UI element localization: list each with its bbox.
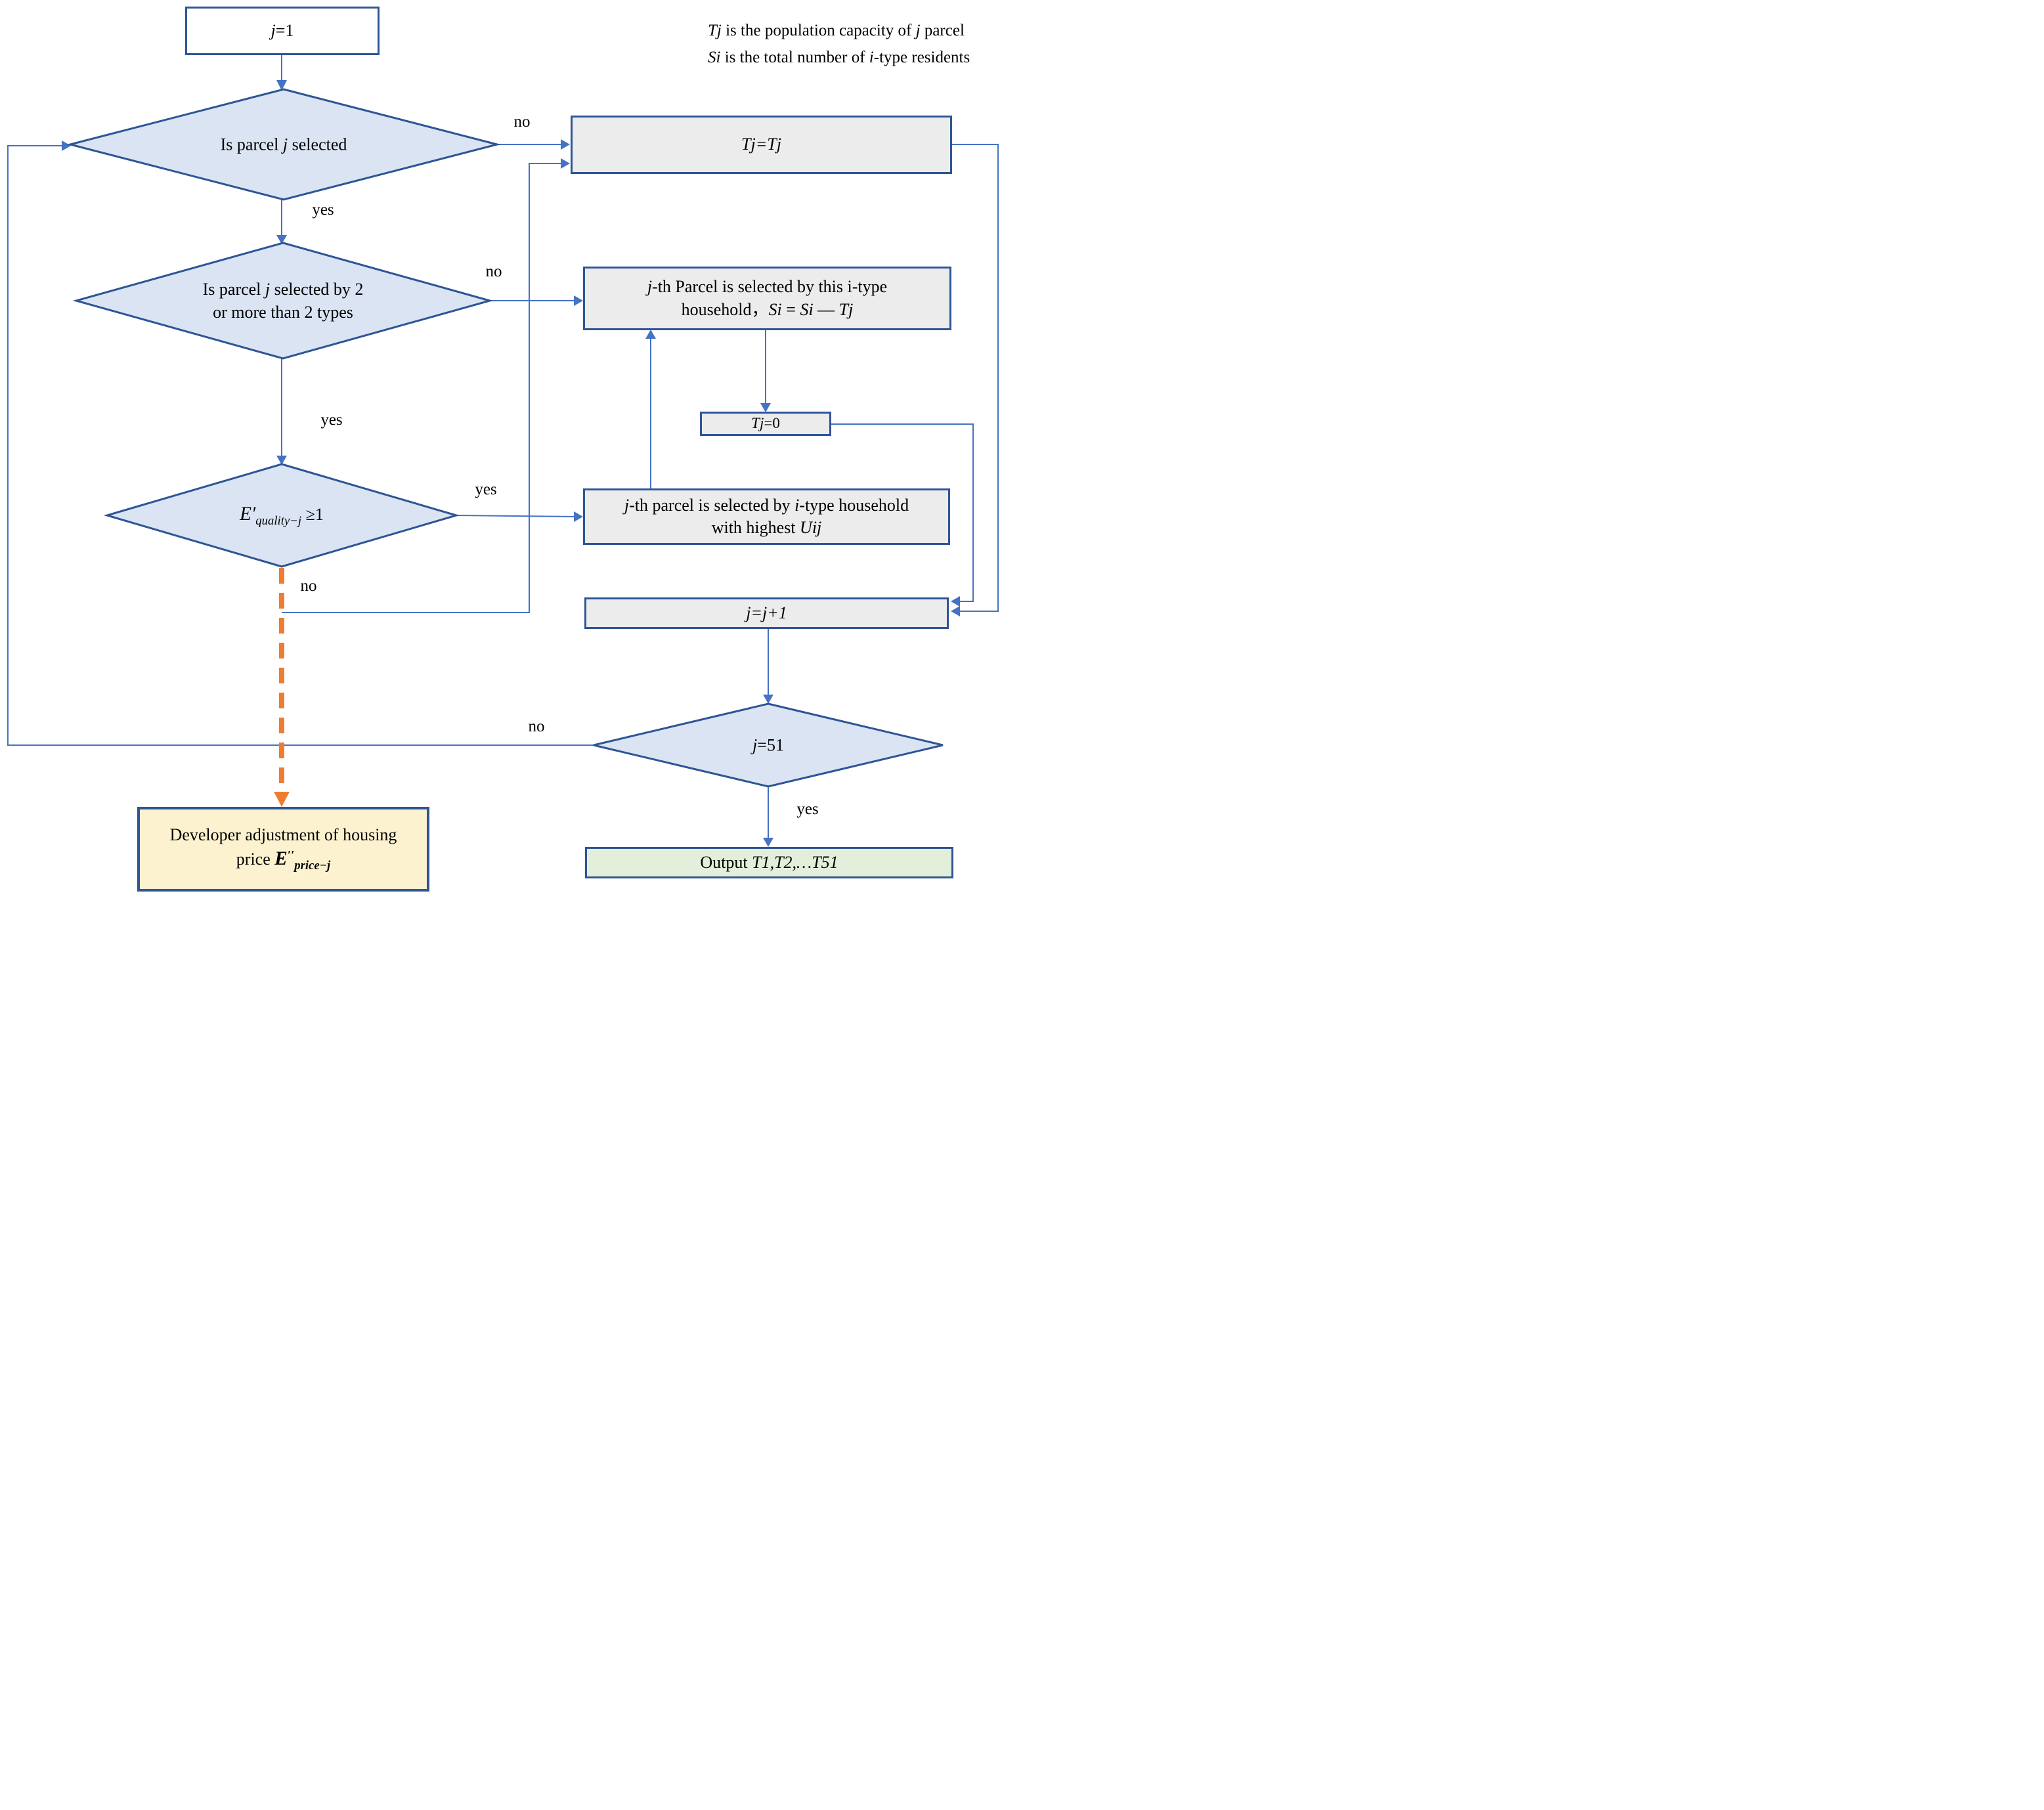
diamond-selected-by-2-types: [72, 242, 494, 360]
box-tj-equals-0-label: Tj=0: [751, 415, 780, 432]
arrowhead-into-d3: [276, 456, 287, 465]
edge-label-d3-yes: yes: [475, 481, 497, 498]
box-developer-adjustment-line1: Developer adjustment of housing: [169, 825, 397, 844]
box-tj-equals-tj-label: Tj=Tj: [741, 135, 781, 154]
box-tj-equals-tj: Tj=Tj: [571, 116, 952, 174]
arrowhead-into-jplus-lower: [951, 606, 960, 616]
arrowhead-into-output: [763, 838, 773, 847]
edge-tjtj-to-jplus: [952, 144, 999, 612]
arrowhead-into-si-up: [645, 330, 656, 339]
box-parcel-selected-this-itype-line1: j-th Parcel is selected by this i-type: [647, 277, 888, 297]
edge-d3-no-to-tjtj: [282, 163, 563, 613]
box-output: Output T1,T2,…T51: [585, 847, 953, 878]
flowchart-canvas: Tj is the population capacity of j parce…: [0, 0, 1022, 905]
edge-label-d3-no: no: [300, 577, 317, 595]
arrowhead-into-tjtj-left-lower: [561, 158, 570, 169]
legend-annotation: Tj is the population capacity of j parce…: [708, 17, 1022, 71]
edge-d4-no-to-d1: [7, 145, 594, 746]
diamond-selected-by-2-types-label: Is parcel j selected by 2 or more than 2…: [202, 279, 364, 322]
edge-label-d1-no: no: [513, 113, 531, 131]
box-parcel-selected-highest-uij-line1: j-th parcel is selected by i-type househ…: [624, 495, 909, 515]
diamond-j-equals-51-label: j=51: [752, 735, 784, 755]
arrowhead-into-uij: [574, 511, 583, 522]
diamond-is-parcel-selected: [66, 88, 501, 201]
arrowhead-into-si: [574, 295, 583, 306]
box-tj-equals-0: Tj=0: [700, 412, 831, 436]
arrowhead-into-d4: [763, 695, 773, 704]
start-box-j-equals-1: j=1: [185, 7, 380, 55]
edge-label-d4-yes: yes: [796, 800, 819, 818]
edge-label-d2-yes: yes: [320, 411, 343, 429]
arrowhead-into-jplus-upper: [951, 596, 960, 607]
edge-d3-yes-to-uij: [456, 515, 577, 517]
arrowhead-into-d1: [276, 80, 287, 91]
box-parcel-selected-this-itype: j-th Parcel is selected by this i-type h…: [583, 267, 951, 330]
arrowhead-into-d1-left: [62, 140, 71, 151]
arrowhead-into-d2: [276, 235, 287, 244]
diamond-equality-threshold-label: E′quality−j ≥1: [240, 503, 324, 528]
start-box-label: j=1: [271, 20, 294, 40]
flowchart-wires: [7, 55, 999, 847]
box-developer-adjustment-line2: price E′′price−j: [236, 848, 331, 873]
arrowhead-orange-into-dev: [274, 792, 290, 807]
diamond-j-equals-51: [593, 702, 944, 788]
box-j-increment: j=j+1: [584, 597, 949, 629]
box-j-increment-label: j=j+1: [746, 603, 787, 622]
box-parcel-selected-highest-uij: j-th parcel is selected by i-type househ…: [583, 488, 950, 545]
edge-label-d4-no: no: [528, 718, 545, 735]
box-developer-adjustment: Developer adjustment of housing price E′…: [137, 807, 429, 892]
edge-tj0-to-jplus: [831, 423, 974, 602]
legend-line-1: Tj is the population capacity of j parce…: [708, 22, 965, 39]
legend-line-2: Si is the total number of i-type residen…: [708, 49, 970, 66]
diamond-is-parcel-selected-label: Is parcel j selected: [220, 135, 347, 154]
diamond-equality-threshold: [103, 463, 460, 568]
box-output-label: Output T1,T2,…T51: [700, 852, 838, 872]
arrowhead-into-tj0: [760, 403, 771, 412]
arrowhead-into-tjtj-no: [561, 139, 570, 150]
edge-label-d2-no: no: [485, 263, 502, 280]
edge-label-d1-yes: yes: [312, 201, 334, 219]
box-parcel-selected-this-itype-line2: household，Si = Si — Tj: [681, 299, 854, 319]
box-parcel-selected-highest-uij-line2: with highest Uij: [711, 518, 822, 537]
